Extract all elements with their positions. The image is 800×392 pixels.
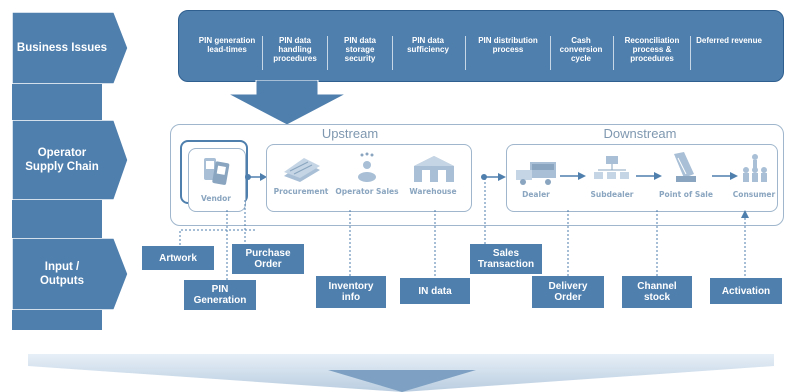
warehouse-label: Warehouse (409, 187, 457, 196)
consumer-icon (743, 154, 767, 182)
in-data-box: IN data (400, 278, 470, 304)
supply-chain-chevron (12, 120, 129, 200)
pin-generation-box: PIN Generation (184, 280, 256, 310)
dealer-to-subdealer-arrow (560, 172, 586, 180)
procurement-icon (284, 158, 320, 182)
vendor-to-upstream-arrow (245, 173, 267, 181)
issue-deferred-revenue: Deferred revenue (696, 36, 762, 45)
downstream-title: Downstream (603, 126, 677, 141)
bottom-wide-arrow (28, 354, 774, 392)
io-label: Input / Outputs (39, 261, 85, 287)
operator-sales-icon (358, 152, 376, 182)
issue-pin-data-sufficiency: PIN data sufficiency (407, 36, 449, 54)
purchase-order-box: Purchase Order (232, 244, 304, 274)
issue-reconciliation: Reconciliation process & procedures (624, 36, 680, 63)
io-chevron (12, 238, 129, 310)
business-issues-chevron (12, 12, 129, 84)
artwork-box: Artwork (142, 246, 214, 270)
vendor-icon (204, 158, 230, 185)
pos-to-consumer-arrow (712, 172, 738, 180)
issue-pin-data-handling: PIN data handling procedures (273, 36, 317, 63)
vendor-label: Vendor (200, 194, 232, 203)
dealer-label: Dealer (522, 190, 550, 199)
delivery-order-box: Delivery Order (532, 276, 604, 308)
issue-pin-generation-lead-times: PIN generation lead-times (198, 36, 256, 54)
point-of-sale-icon (674, 152, 696, 182)
sales-transaction-box: Sales Transaction (470, 244, 542, 274)
upstream-to-downstream-arrow (481, 173, 506, 181)
issues-down-arrow (227, 80, 347, 126)
operator-sales-label: Operator Sales (335, 187, 399, 196)
subdealer-label: Subdealer (590, 190, 634, 199)
warehouse-icon (414, 156, 454, 182)
business-issues-label: Business Issues (16, 42, 108, 54)
issue-pin-distribution: PIN distribution process (478, 36, 538, 54)
point-of-sale-label: Point of Sale (659, 190, 713, 199)
procurement-label: Procurement (273, 187, 329, 196)
subdealer-icon (594, 156, 629, 179)
dealer-icon (516, 162, 556, 185)
upstream-title: Upstream (321, 126, 379, 141)
issue-cash-conversion: Cash conversion cycle (559, 36, 603, 63)
activation-box: Activation (710, 278, 782, 304)
issue-pin-data-storage: PIN data storage security (343, 36, 376, 63)
issues-banner (178, 10, 784, 82)
inventory-info-box: Inventory info (316, 276, 386, 308)
channel-stock-box: Channel stock (622, 276, 692, 308)
consumer-label: Consumer (732, 190, 776, 199)
supply-chain-label: Operator Supply Chain (25, 147, 99, 173)
supply-chain-container (170, 124, 784, 226)
subdealer-to-pos-arrow (636, 172, 662, 180)
